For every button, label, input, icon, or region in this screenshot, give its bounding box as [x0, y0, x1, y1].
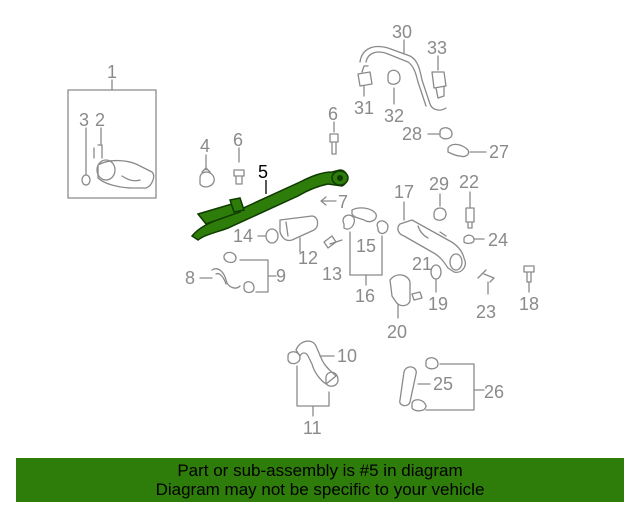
part-number-1[interactable]: 1 — [107, 62, 117, 82]
part-6-bolt-right — [329, 133, 339, 155]
part-15-clamp-a — [342, 214, 356, 230]
part-17-pipe — [397, 219, 466, 273]
part-number-24[interactable]: 24 — [488, 230, 508, 250]
part-number-30[interactable]: 30 — [392, 22, 412, 42]
part-number-3[interactable]: 3 — [79, 110, 89, 130]
part-13-hose — [351, 207, 377, 223]
part-20-bracket — [389, 274, 411, 307]
part-number-20[interactable]: 20 — [387, 322, 407, 342]
part-number-8[interactable]: 8 — [185, 268, 195, 288]
part-number-6-left[interactable]: 6 — [233, 130, 243, 150]
parts-diagram: 1 2 3 4 5 6 6 7 8 9 10 11 12 13 14 15 16… — [67, 22, 539, 438]
part-number-16[interactable]: 16 — [355, 286, 375, 306]
part-9-clamp-top — [223, 251, 237, 264]
part-6-bolt-left — [233, 169, 245, 185]
part-1-box — [67, 89, 157, 199]
part-31-fitting — [357, 65, 373, 87]
part-number-31[interactable]: 31 — [354, 98, 374, 118]
part-18-bolt — [523, 265, 535, 283]
part-number-5[interactable]: 5 — [258, 162, 268, 182]
part-number-7[interactable]: 7 — [338, 192, 348, 212]
part-30-hose — [359, 45, 447, 111]
part-number-25[interactable]: 25 — [433, 374, 453, 394]
part-32-clamp — [387, 69, 401, 85]
part-1-hose-drawing — [93, 144, 155, 189]
part-number-21[interactable]: 21 — [412, 254, 432, 274]
part-4-clamp — [199, 167, 215, 188]
part-22-sensor — [465, 207, 475, 229]
part-number-22[interactable]: 22 — [459, 172, 479, 192]
part-number-17[interactable]: 17 — [394, 182, 414, 202]
part-26-clamp-a — [425, 357, 439, 370]
part-info-banner: Part or sub-assembly is #5 in diagram Di… — [16, 458, 624, 502]
part-number-19[interactable]: 19 — [428, 294, 448, 314]
part-9-clamp-bottom — [243, 281, 255, 294]
part-12-fitting — [279, 215, 319, 242]
banner-line-part: Part or sub-assembly is #5 in diagram — [177, 461, 463, 480]
part-number-28[interactable]: 28 — [402, 124, 422, 144]
part-number-4[interactable]: 4 — [200, 136, 210, 156]
part-number-12[interactable]: 12 — [298, 248, 318, 268]
part-number-18[interactable]: 18 — [519, 294, 539, 314]
part-8-hose — [211, 268, 241, 289]
part-number-2[interactable]: 2 — [95, 110, 105, 130]
part-28-clamp — [439, 127, 453, 140]
part-14-oring — [265, 228, 279, 244]
part-11-clamp-a — [287, 351, 301, 365]
part-number-13[interactable]: 13 — [322, 264, 342, 284]
part-33-valve — [431, 71, 447, 99]
part-19-washer — [430, 264, 442, 280]
part-5-coolant-pipe — [190, 169, 349, 241]
part-number-11[interactable]: 11 — [303, 418, 322, 438]
part-21-bolt — [411, 291, 423, 301]
part-number-32[interactable]: 32 — [384, 106, 404, 126]
part-11-clamp-b — [325, 371, 339, 387]
part-number-33[interactable]: 33 — [427, 38, 447, 58]
part-3-clamp — [81, 174, 91, 186]
part-24-clip — [463, 234, 475, 244]
part-26-clamp-b — [411, 399, 427, 412]
part-27-hose — [447, 143, 470, 158]
part-number-10[interactable]: 10 — [337, 346, 357, 366]
part-number-27[interactable]: 27 — [489, 142, 509, 162]
part-29-clamp — [433, 207, 447, 221]
part-number-23[interactable]: 23 — [476, 302, 496, 322]
part-number-29[interactable]: 29 — [429, 174, 449, 194]
part-25-hose — [399, 366, 417, 407]
part-23-clip — [477, 269, 495, 283]
part-number-15[interactable]: 15 — [356, 236, 376, 256]
part-10-hose — [295, 340, 337, 385]
banner-line-disclaimer: Diagram may not be specific to your vehi… — [155, 480, 485, 499]
part-number-14[interactable]: 14 — [233, 226, 253, 246]
part-number-26[interactable]: 26 — [484, 382, 504, 402]
part-15-clamp-b — [376, 220, 389, 235]
part-number-9[interactable]: 9 — [276, 266, 286, 286]
part-number-6-right[interactable]: 6 — [328, 104, 338, 124]
